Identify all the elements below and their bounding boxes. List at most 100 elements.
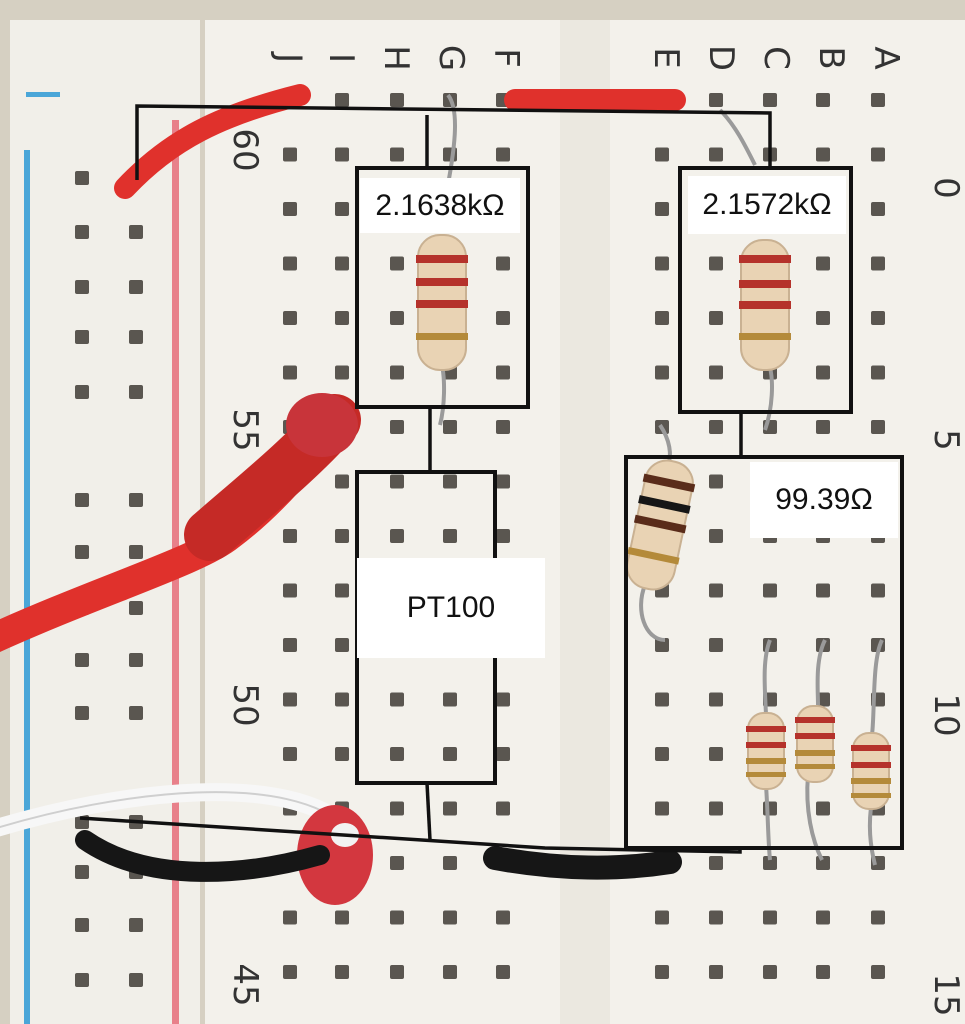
breadboard-hole <box>763 910 777 925</box>
breadboard-hole <box>129 385 143 399</box>
breadboard-hole <box>129 225 143 239</box>
breadboard-hole <box>443 420 457 434</box>
red-wire-top-left <box>114 84 311 199</box>
breadboard-hole <box>816 147 830 162</box>
resistor-small-2 <box>795 639 835 861</box>
breadboard-hole <box>871 965 885 979</box>
breadboard-hole <box>335 311 349 325</box>
breadboard-hole <box>816 365 830 380</box>
breadboard-hole <box>283 747 297 761</box>
breadboard-hole <box>283 529 297 543</box>
black-wire-right <box>483 846 682 880</box>
r2-frame <box>678 166 853 414</box>
breadboard-hole <box>390 747 404 761</box>
column-letter-a: A <box>866 46 906 69</box>
breadboard-hole <box>75 171 89 185</box>
breadboard-hole <box>335 965 349 979</box>
breadboard-hole <box>655 256 669 271</box>
breadboard-hole <box>496 474 510 489</box>
row-number-5: 5 <box>926 429 965 451</box>
breadboard-hole <box>390 801 404 816</box>
breadboard-hole <box>335 638 349 652</box>
breadboard-hole <box>496 529 510 543</box>
column-letter-j: J <box>269 51 309 63</box>
breadboard-hole <box>655 202 669 216</box>
row-number-0: 0 <box>926 177 965 199</box>
breadboard-hole <box>75 225 89 239</box>
breadboard-hole <box>709 529 723 543</box>
breadboard-hole <box>335 529 349 543</box>
resistor-r1 <box>416 93 468 426</box>
breadboard-hole <box>443 965 457 979</box>
breadboard-hole <box>443 529 457 543</box>
breadboard-hole <box>129 653 143 667</box>
breadboard-hole <box>335 692 349 707</box>
breadboard-hole <box>283 638 297 652</box>
breadboard-hole <box>335 474 349 489</box>
breadboard-hole <box>283 256 297 271</box>
breadboard-hole <box>443 801 457 816</box>
breadboard-hole <box>390 692 404 707</box>
breadboard-hole <box>390 147 404 162</box>
breadboard-hole <box>129 706 143 720</box>
breadboard-hole <box>129 493 143 507</box>
breadboard-hole <box>496 747 510 761</box>
right-row-numbers: 0 5 10 15 <box>926 177 965 1016</box>
column-letter-h: H <box>376 45 416 71</box>
breadboard-hole <box>390 311 404 325</box>
breadboard-hole <box>655 910 669 925</box>
breadboard-hole <box>709 638 723 652</box>
breadboard-hole <box>390 529 404 543</box>
breadboard-hole <box>709 93 723 107</box>
breadboard-hole <box>709 311 723 325</box>
breadboard-hole <box>283 365 297 380</box>
breadboard-hole <box>871 910 885 925</box>
breadboard-hole <box>709 420 723 434</box>
breadboard-hole <box>75 918 89 932</box>
breadboard-hole <box>496 256 510 271</box>
breadboard-hole <box>871 202 885 216</box>
r3-value-label: 99.39Ω <box>750 462 898 538</box>
row-number-10: 10 <box>926 693 965 736</box>
schematic-top-line <box>135 104 772 180</box>
breadboard-hole <box>390 910 404 925</box>
red-wire-sleeve-end <box>286 393 358 457</box>
breadboard-hole <box>816 420 830 434</box>
breadboard-hole <box>75 706 89 720</box>
breadboard-hole <box>390 420 404 434</box>
breadboard-hole <box>75 865 89 879</box>
breadboard-hole <box>816 583 830 598</box>
breadboard-hole <box>816 856 830 870</box>
breadboard-hole <box>655 747 669 761</box>
column-letter-d: D <box>701 45 741 71</box>
blue-rail-line <box>24 150 30 1024</box>
breadboard-hole <box>496 910 510 925</box>
breadboard-hole <box>283 583 297 598</box>
breadboard-hole <box>75 545 89 559</box>
breadboard-hole <box>871 583 885 598</box>
breadboard-hole <box>129 973 143 987</box>
row-number-60: 60 <box>225 128 265 171</box>
breadboard-hole <box>129 330 143 344</box>
column-letter-e: E <box>646 47 686 68</box>
resistor-r3 <box>626 423 696 642</box>
breadboard-hole <box>816 311 830 325</box>
breadboard-hole <box>816 965 830 979</box>
breadboard-hole <box>871 256 885 271</box>
row-number-15: 15 <box>926 973 965 1016</box>
breadboard-hole <box>709 965 723 979</box>
breadboard-hole <box>335 747 349 761</box>
breadboard-hole <box>390 93 404 107</box>
breadboard-hole <box>335 93 349 107</box>
breadboard-hole <box>283 147 297 162</box>
breadboard-hole <box>129 601 143 615</box>
breadboard-hole <box>129 918 143 932</box>
breadboard-hole <box>283 311 297 325</box>
breadboard-hole <box>443 856 457 870</box>
breadboard-hole <box>335 583 349 598</box>
breadboard-hole <box>335 147 349 162</box>
breadboard-hole <box>816 801 830 816</box>
